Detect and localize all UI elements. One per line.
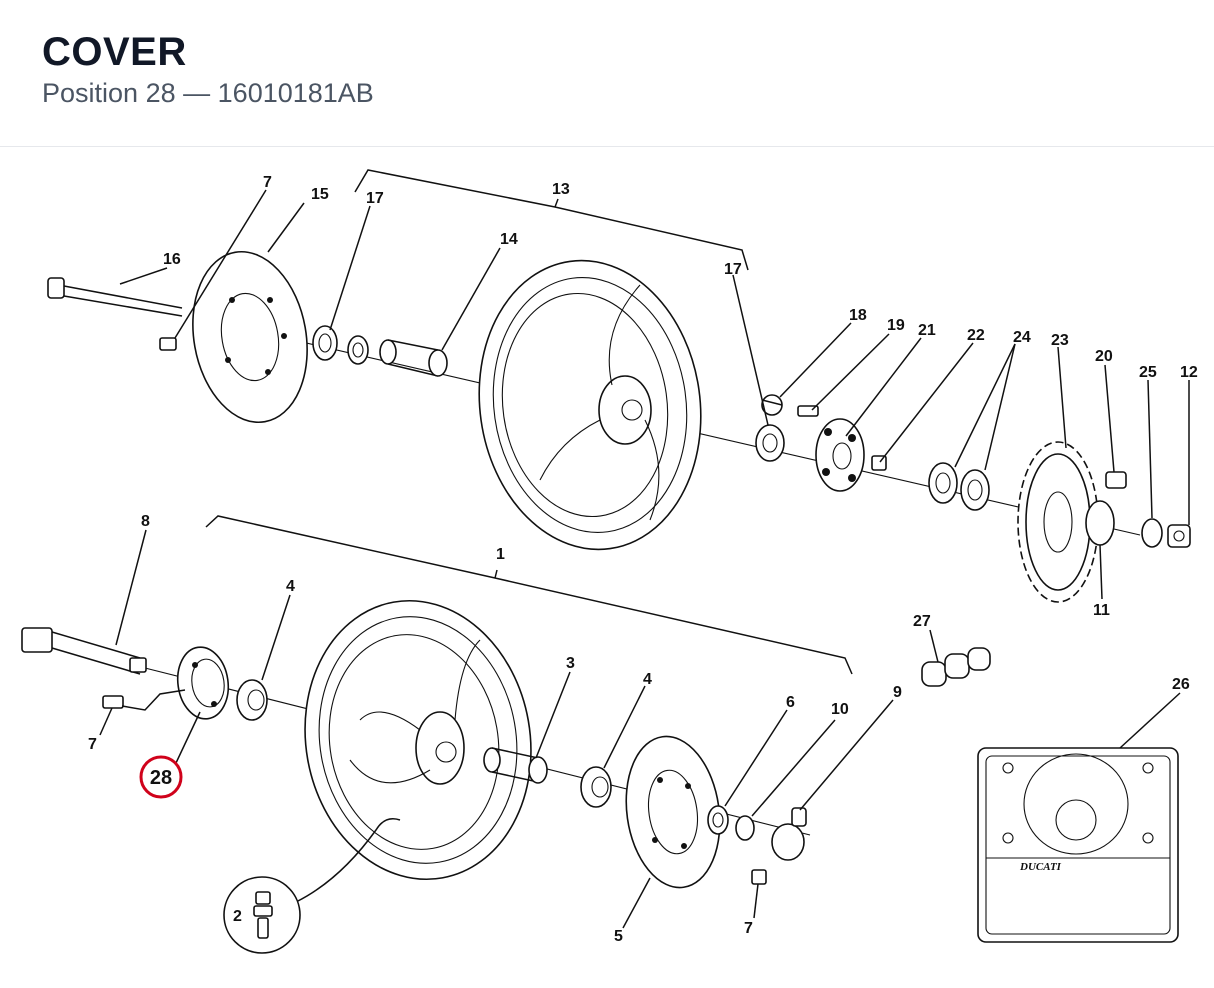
callout-24: 24 (1013, 329, 1031, 346)
callout-3: 3 (566, 655, 575, 672)
bearing-6 (707, 805, 729, 835)
highlight-ring (139, 755, 183, 799)
bearing-17-right (755, 424, 785, 462)
washer-10 (735, 815, 755, 841)
callout-18: 18 (849, 307, 867, 324)
front-wheel-assembly: DUCATI (21, 515, 1179, 954)
callout-labels: 13 7 15 17 16 14 17 18 19 21 22 24 23 20… (88, 174, 1198, 945)
position-label: Position (42, 78, 139, 108)
callout-21: 21 (918, 322, 936, 339)
drive-9 (771, 807, 807, 861)
valve-inset-2 (223, 818, 401, 954)
callout-1: 1 (496, 546, 505, 563)
callout-5: 5 (614, 928, 623, 945)
sprocket-carrier-21 (815, 418, 865, 492)
highlight-callout-28[interactable]: 28 (139, 755, 183, 799)
callout-4: 4 (286, 578, 295, 595)
callout-14: 14 (500, 231, 518, 248)
callout-2: 2 (233, 908, 242, 925)
callout-7: 7 (263, 174, 272, 191)
spacer-3 (483, 747, 548, 784)
plate-logo: DUCATI (1019, 861, 1062, 873)
screw-7-upper (159, 337, 177, 351)
callout-27: 27 (913, 613, 931, 630)
plate-26: DUCATI (977, 747, 1179, 943)
callout-13: 13 (552, 181, 570, 198)
callout-22: 22 (967, 327, 985, 344)
axle-8 (21, 627, 147, 675)
circlip-11 (1085, 500, 1115, 546)
bearing-4-left (236, 679, 268, 721)
axle-bolt-16 (47, 277, 183, 317)
screw-7-lower-left (102, 695, 124, 709)
spacer-14 (379, 339, 448, 377)
rear-wheel-13 (478, 259, 702, 551)
part-title: COVER (42, 30, 187, 74)
callout-8: 8 (141, 513, 150, 530)
bearing-18 (761, 394, 783, 416)
exploded-diagram: DUCATI (0, 147, 1214, 988)
callout-28: 28 (150, 767, 172, 789)
callout-15: 15 (311, 186, 329, 203)
position-number: 28 (145, 78, 176, 108)
callout-19: 19 (887, 317, 905, 334)
bearing-4-right (580, 766, 612, 808)
page-header: COVER Position 28 — 16010181AB (0, 0, 1214, 147)
part-subtitle: Position 28 — 16010181AB (42, 78, 374, 109)
callout-12: 12 (1180, 364, 1198, 381)
callout-7: 7 (88, 736, 97, 753)
diagram-svg: DUCATI (21, 169, 1198, 954)
callout-20: 20 (1095, 348, 1113, 365)
screw-7-lower-right (751, 869, 767, 885)
callout-4: 4 (643, 671, 652, 688)
sprocket-23 (1017, 441, 1099, 603)
callout-10: 10 (831, 701, 849, 718)
callout-23: 23 (1051, 332, 1069, 349)
callout-6: 6 (786, 694, 795, 711)
nut-20 (1105, 471, 1127, 489)
callout-26: 26 (1172, 676, 1190, 693)
leader-lines (99, 189, 1190, 929)
callout-7: 7 (744, 920, 753, 937)
callout-9: 9 (893, 684, 902, 701)
callout-25: 25 (1139, 364, 1157, 381)
chain-27 (921, 647, 991, 687)
callout-17: 17 (366, 190, 384, 207)
cover-28[interactable] (173, 644, 233, 722)
callout-16: 16 (163, 251, 181, 268)
part-number: 16010181AB (217, 78, 374, 108)
separator: — (183, 78, 211, 108)
washer-25 (1141, 518, 1163, 548)
front-wheel-1 (304, 599, 532, 881)
bearings-24 (928, 462, 990, 511)
nut-12 (1167, 524, 1191, 548)
bearing-17-left (312, 325, 369, 365)
rear-wheel-assembly (47, 169, 1191, 603)
callout-11: 11 (1093, 602, 1110, 619)
brake-disc-15 (192, 250, 308, 424)
callout-17: 17 (724, 261, 742, 278)
